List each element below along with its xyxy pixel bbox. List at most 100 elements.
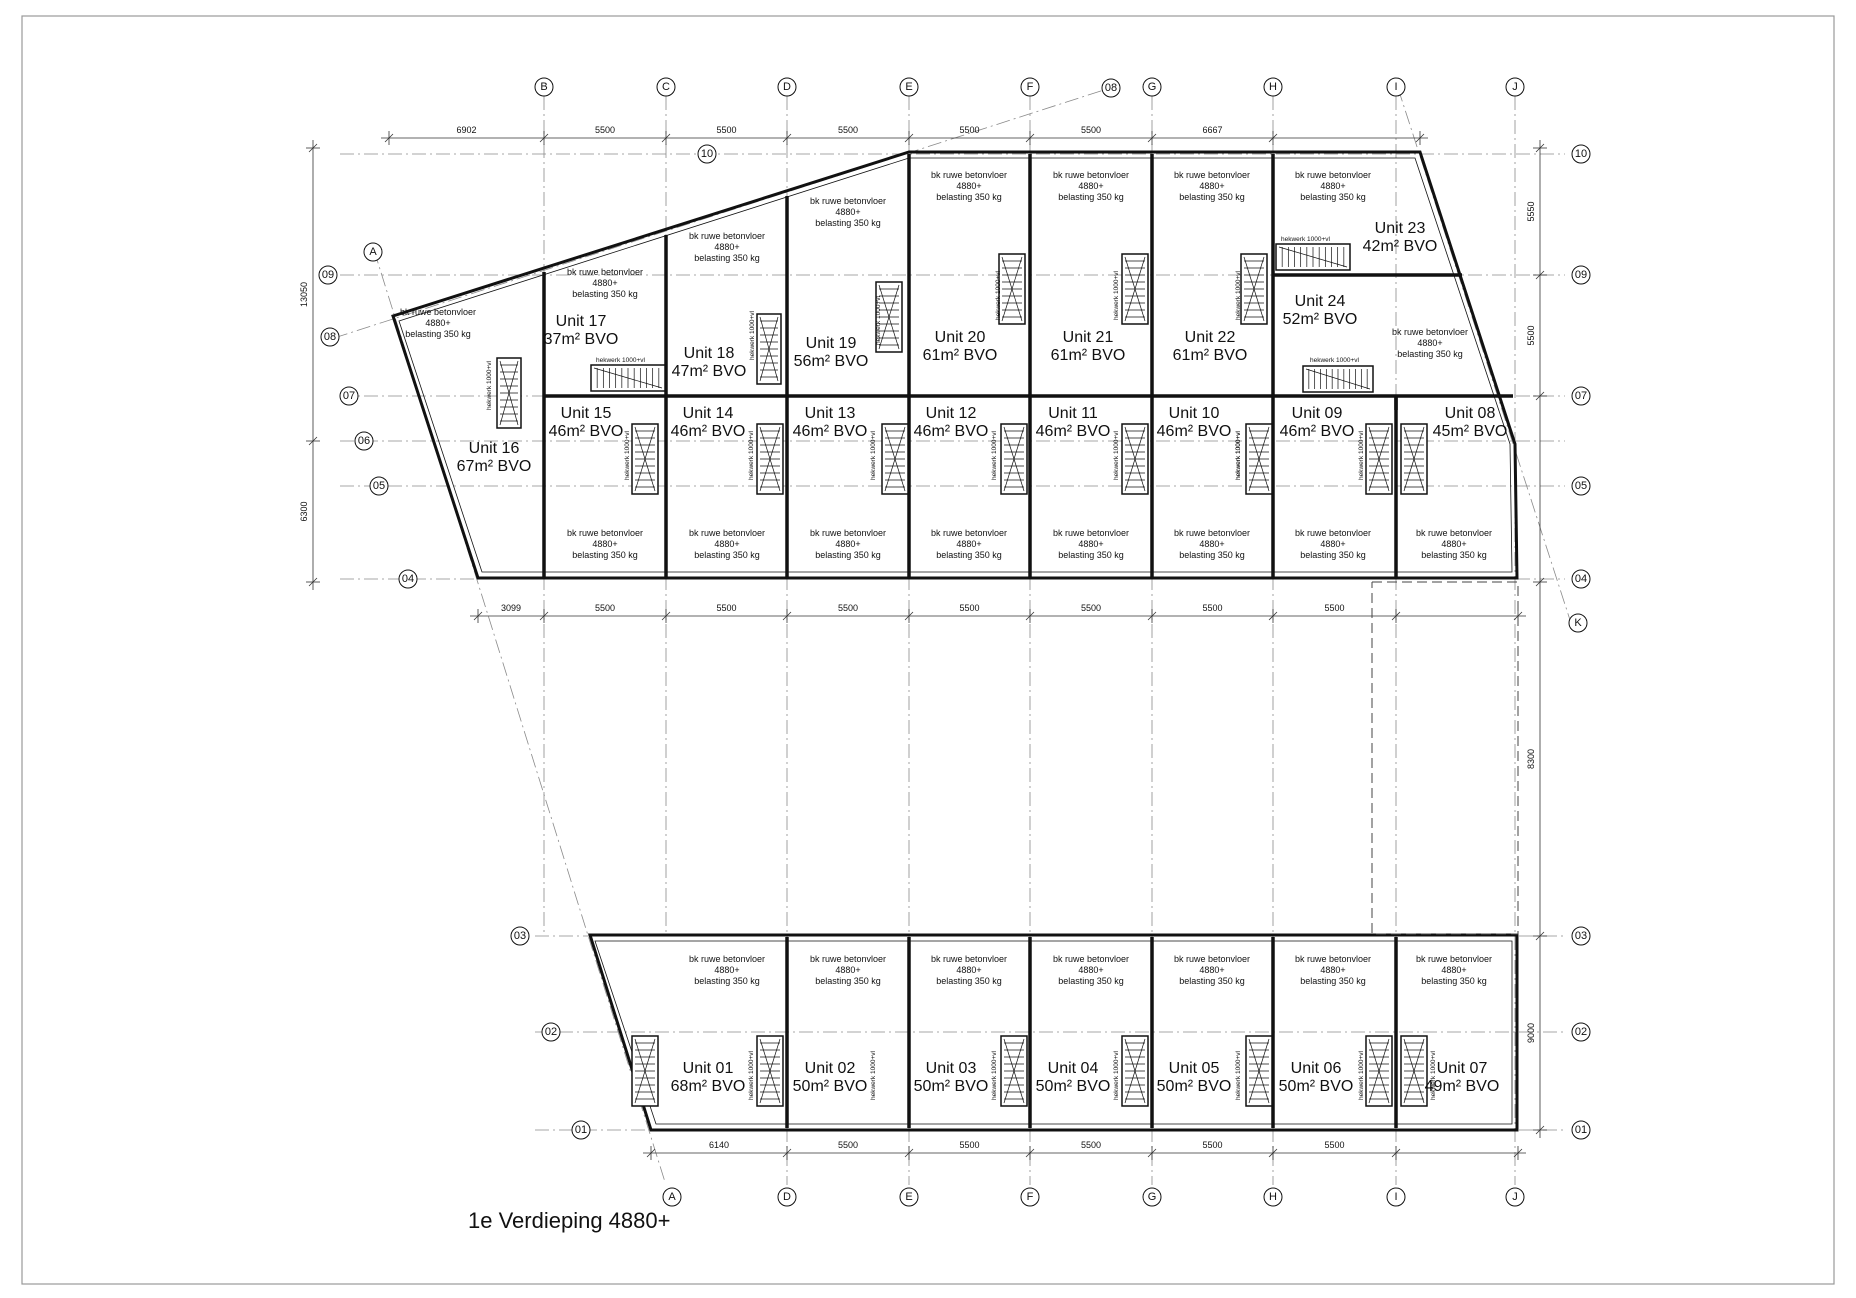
unit-name: Unit 06 [1291, 1060, 1342, 1077]
grid-bubble: D [777, 1187, 797, 1207]
dim-middle-label: 5500 [1324, 603, 1344, 613]
grid-bubble: J [1505, 1187, 1525, 1207]
unit-name: Unit 02 [805, 1060, 856, 1077]
unit-name: Unit 22 [1185, 329, 1236, 346]
stair-symbols: hekwerk 1000+vl hekwerk 1000+vl hekwerk 10… [486, 236, 1437, 1107]
dim-top-label: 6667 [1202, 125, 1222, 135]
floor-note-line: belasting 350 kg [694, 253, 760, 263]
grid-bubble: K [1568, 613, 1588, 633]
floor-note-line: 4880+ [1199, 965, 1224, 975]
grid-bubble-circle [369, 476, 389, 496]
stair-diagonal [1003, 426, 1025, 492]
dim-left-label: 13050 [299, 282, 309, 307]
grid-bubble-label: 05 [373, 480, 385, 492]
grid-bubble-circle [1571, 144, 1591, 164]
railing-label: hekwerk 1000+vl [748, 430, 755, 480]
dim-top-label: 5500 [959, 125, 979, 135]
floor-note-line: 4880+ [714, 965, 739, 975]
grid-bubble: 01 [571, 1120, 591, 1140]
floor-note-line: belasting 350 kg [1397, 349, 1463, 359]
grid-bubble-label: 04 [1575, 573, 1587, 585]
floor-note-line: 4880+ [835, 965, 860, 975]
dim-right-label: 8300 [1526, 749, 1536, 769]
dim-right-label: 5550 [1526, 201, 1536, 221]
stair-icon [631, 423, 659, 495]
floor-note-line: bk ruwe betonvloer [689, 954, 765, 964]
floor-note-line: 4880+ [956, 539, 981, 549]
grid-bubble-label: 07 [343, 390, 355, 402]
floor-note-line: bk ruwe betonvloer [1174, 528, 1250, 538]
floor-note-line: 4880+ [956, 965, 981, 975]
railing-label: hekwerk 1000+vl [870, 1050, 877, 1100]
grid-bubble-label: 09 [322, 269, 334, 281]
dim-bottom-label: 5500 [838, 1140, 858, 1150]
grid-bubble-label: 02 [545, 1026, 557, 1038]
grid-bubble-circle [777, 77, 797, 97]
stair-icon [881, 423, 909, 495]
stair-diagonal [634, 426, 656, 492]
grid-bubble-label: F [1027, 1191, 1034, 1203]
floor-note-line: belasting 350 kg [936, 976, 1002, 986]
unit-name: Unit 15 [561, 405, 612, 422]
stair-diagonal [1248, 1038, 1270, 1104]
floor-note-line: 4880+ [714, 539, 739, 549]
unit-area: 47m² BVO [672, 363, 747, 380]
grid-bubble: 10 [697, 144, 717, 164]
floor-note-line: belasting 350 kg [936, 192, 1002, 202]
railing-label: hekwerk 1000+vl [1430, 1050, 1437, 1100]
grid-bubble-label: G [1148, 1191, 1157, 1203]
grid-bubble-label: 08 [324, 331, 336, 343]
stair-icon [631, 1035, 659, 1107]
floor-note-line: 4880+ [1078, 539, 1103, 549]
dim-bottom-label: 5500 [1081, 1140, 1101, 1150]
floor-note-line: belasting 350 kg [1300, 192, 1366, 202]
stair-icon [1400, 1035, 1428, 1107]
unit-name: Unit 17 [556, 313, 607, 330]
railing-label: hekwerk 1000+vl [1358, 1050, 1365, 1100]
floor-note-line: bk ruwe betonvloer [1416, 528, 1492, 538]
railing-label: hekwerk 1000+vl [1113, 430, 1120, 480]
grid-bubble-circle [697, 144, 717, 164]
floor-note-line: 4880+ [1078, 965, 1103, 975]
floor-note-line: belasting 350 kg [936, 550, 1002, 560]
grid-bubble-circle [1142, 77, 1162, 97]
stair-diagonal [759, 316, 779, 382]
unit-area: 68m² BVO [671, 1078, 746, 1095]
floor-note-line: 4880+ [1199, 539, 1224, 549]
stair-diagonal [1243, 256, 1265, 322]
floor-note-line: 4880+ [592, 539, 617, 549]
dim-middle-label: 5500 [1202, 603, 1222, 613]
grid-bubble-circle [777, 1187, 797, 1207]
dim-right-label: 9000 [1526, 1023, 1536, 1043]
grid-bubble-label: 07 [1575, 390, 1587, 402]
stair-icon [590, 364, 666, 392]
grid-bubble-circle [1020, 77, 1040, 97]
grid-bubble: 05 [1571, 476, 1591, 496]
floor-note-line: belasting 350 kg [1179, 976, 1245, 986]
floor-note-line: belasting 350 kg [694, 976, 760, 986]
unit-area: 61m² BVO [923, 347, 998, 364]
grid-bubble-circle [339, 386, 359, 406]
unit-name: Unit 09 [1292, 405, 1343, 422]
grid-bubble-circle [354, 431, 374, 451]
grid-bubble-circle [1571, 386, 1591, 406]
grid-bubble-label: 03 [1575, 930, 1587, 942]
grid-bubble-label: 10 [1575, 148, 1587, 160]
grid-bubble-label: B [540, 81, 547, 93]
grid-bubble-label: A [369, 246, 377, 258]
floor-note-line: bk ruwe betonvloer [1053, 528, 1129, 538]
dim-bottom-label: 5500 [959, 1140, 979, 1150]
stair-diagonal [1278, 246, 1348, 268]
